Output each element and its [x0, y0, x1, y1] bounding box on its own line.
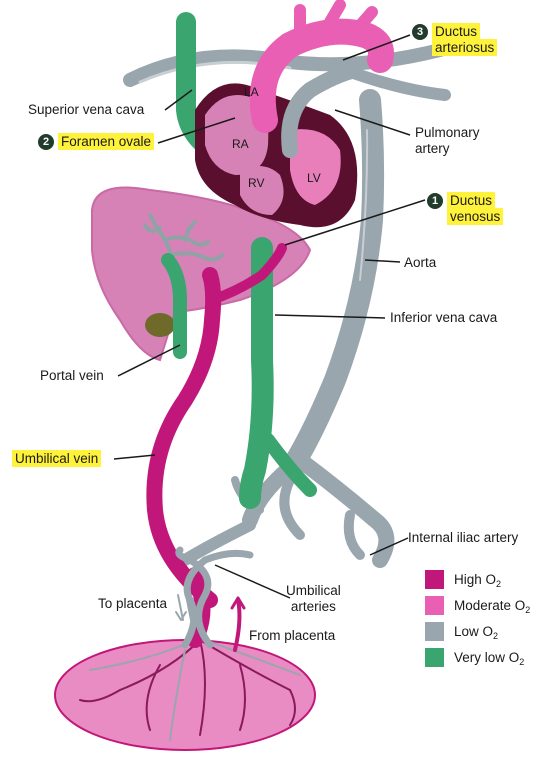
- leader-lines: [113, 34, 426, 599]
- heart-label-lv: LV: [307, 171, 321, 185]
- umbilical-arteries-line2: arteries: [290, 599, 336, 614]
- label-umbilical-arteries: Umbilical arteries: [286, 583, 341, 615]
- ductus-venosus-vessel: [207, 243, 287, 305]
- ductus-arteriosus-line2: arteriosus: [432, 39, 498, 57]
- legend-label-moderate-o2: Moderate O2: [454, 598, 531, 615]
- gallbladder: [145, 313, 175, 337]
- inferior-vena-cava-vessel: [239, 237, 274, 509]
- portal-vein-vessel: [161, 253, 187, 359]
- flow-arrows: [175, 594, 246, 652]
- umbilical-cord: [175, 546, 254, 649]
- label-portal-vein: Portal vein: [40, 368, 104, 383]
- legend-label-low-o2: Low O2: [454, 624, 499, 641]
- pulmonary-trunk: [281, 62, 363, 158]
- ivc-branch: [261, 433, 317, 497]
- badge-1: 1: [427, 193, 443, 210]
- heart-label-ra: RA: [232, 137, 249, 151]
- heart: [195, 83, 358, 228]
- legend-swatch-very-low-o2: [425, 648, 444, 667]
- umbilical-vein-text: Umbilical vein: [12, 450, 102, 467]
- legend-swatch-low-o2: [425, 622, 444, 641]
- ductus-venosus-line1: Ductus: [447, 192, 496, 209]
- label-pulmonary-artery: Pulmonary artery: [415, 125, 480, 157]
- legend-label-very-low-o2: Very low O2: [454, 650, 525, 667]
- label-umbilical-vein: Umbilical vein: [12, 450, 102, 467]
- heart-label-rv: RV: [248, 176, 265, 190]
- iliac-arteries: [179, 452, 395, 568]
- umbilical-arteries-line1: Umbilical: [286, 583, 341, 598]
- aorta-vessel: [279, 89, 385, 481]
- label-from-placenta: From placenta: [249, 628, 336, 643]
- liver: [91, 186, 312, 362]
- aortic-arch: [249, 0, 394, 133]
- umbilical-vein-vessel: [146, 267, 222, 608]
- label-aorta: Aorta: [404, 255, 437, 270]
- label-superior-vena-cava: Superior vena cava: [28, 102, 145, 117]
- heart-label-la: LA: [244, 85, 259, 99]
- pulmonary-artery-line2: artery: [415, 141, 450, 156]
- legend-swatch-moderate-o2: [425, 596, 444, 615]
- legend-swatch-high-o2: [425, 570, 444, 589]
- legend-label-high-o2: High O2: [454, 572, 502, 589]
- label-inferior-vena-cava: Inferior vena cava: [390, 310, 498, 325]
- badge-3: 3: [412, 24, 428, 41]
- label-to-placenta: To placenta: [98, 596, 168, 611]
- placenta: [54, 639, 316, 751]
- foramen-ovale-text: Foramen ovale: [58, 133, 155, 150]
- pulmonary-artery-line1: Pulmonary: [415, 125, 480, 140]
- label-internal-iliac-artery: Internal iliac artery: [408, 530, 519, 545]
- badge-2: 2: [38, 134, 54, 151]
- ductus-venosus-line2: venosus: [447, 208, 504, 226]
- ductus-arteriosus-line1: Ductus: [432, 23, 481, 40]
